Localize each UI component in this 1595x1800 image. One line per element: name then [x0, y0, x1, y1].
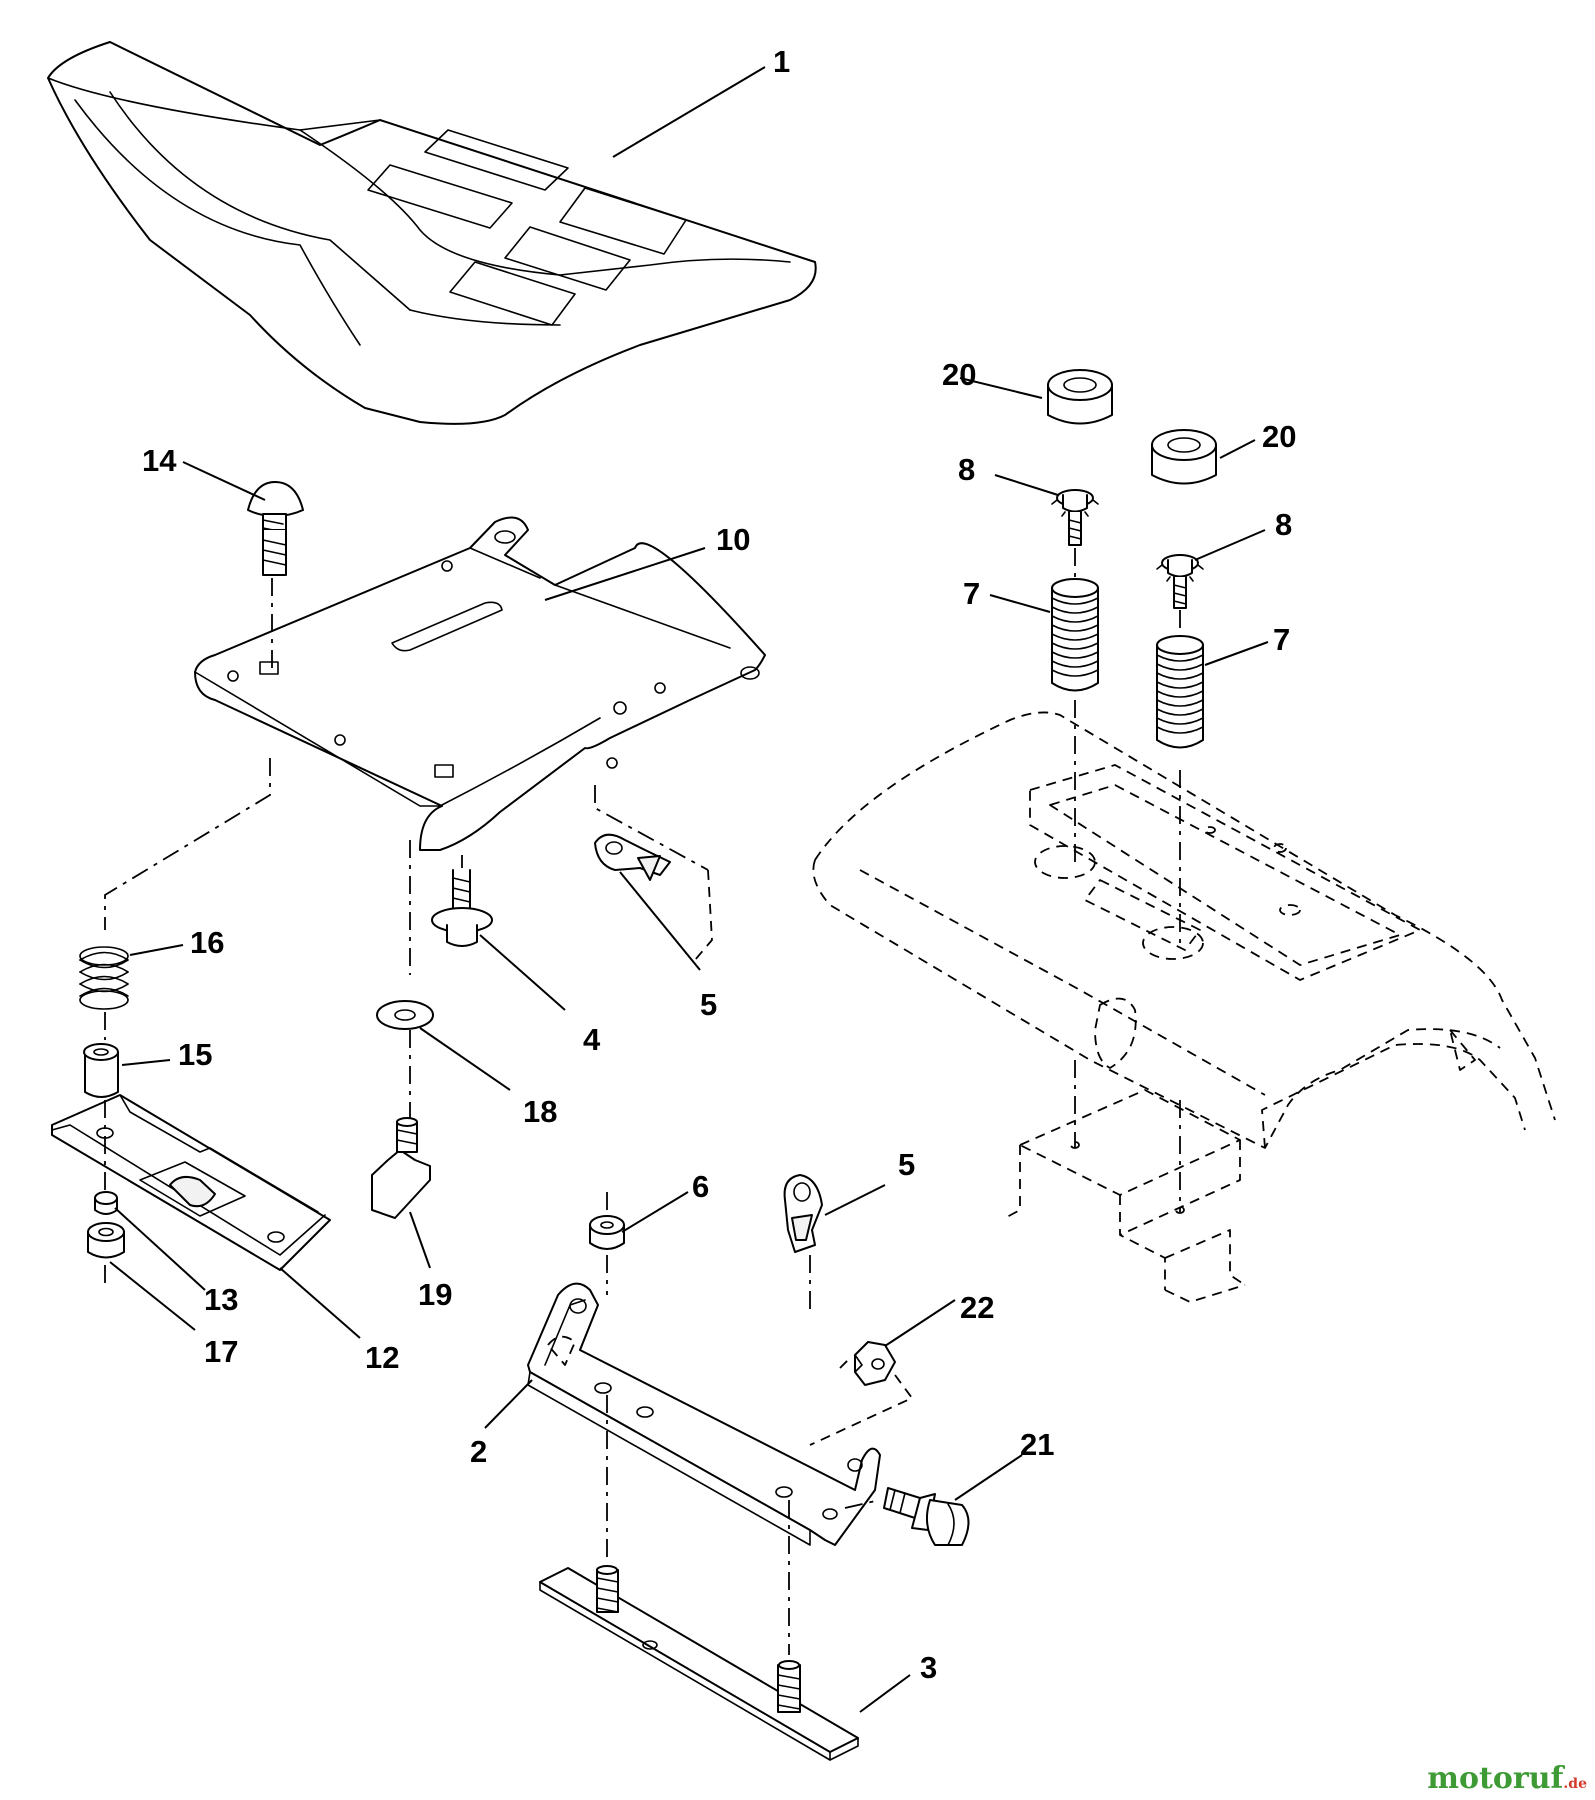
spring-part-7-left [1051, 578, 1099, 692]
screw-part-8-right [1156, 554, 1204, 609]
callout-8-left: 8 [958, 452, 975, 487]
leader-line-1 [612, 66, 766, 158]
callout-12: 12 [365, 1340, 399, 1375]
callout-5-upper: 5 [700, 987, 717, 1022]
callout-14: 14 [142, 443, 177, 478]
callout-4: 4 [583, 1022, 601, 1057]
slide-bracket-part-12 [51, 1094, 331, 1271]
callout-2: 2 [470, 1434, 487, 1469]
bumper-part-20-left [1047, 369, 1113, 425]
leader-line-20-left [959, 377, 1043, 399]
leader-line-2 [484, 1379, 533, 1429]
leader-line-13 [114, 1207, 206, 1291]
nut-part-6 [589, 1215, 625, 1250]
callout-1: 1 [773, 44, 790, 79]
callout-19: 19 [418, 1277, 452, 1312]
leader-line-12 [279, 1267, 361, 1339]
washer-part-18 [376, 1000, 434, 1030]
leader-line-22 [884, 1299, 956, 1347]
leader-line-8-right [1194, 529, 1266, 561]
callout-3: 3 [920, 1650, 937, 1685]
clip-part-5-upper [594, 833, 671, 881]
spacer-part-15 [83, 1043, 119, 1098]
callout-21: 21 [1020, 1427, 1054, 1462]
spring-part-7-right [1156, 635, 1204, 749]
flange-nut-part-17 [87, 1222, 125, 1259]
callout-5-lower: 5 [898, 1147, 915, 1182]
callout-8-right: 8 [1275, 507, 1292, 542]
callout-20-right: 20 [1262, 419, 1296, 454]
watermark-tld: .de [1563, 1776, 1587, 1792]
leader-line-8-left [994, 474, 1059, 496]
callout-22: 22 [960, 1290, 994, 1325]
flange-bolt-part-4 [431, 855, 493, 947]
clip-part-5-lower [783, 1174, 823, 1253]
callout-17: 17 [204, 1334, 238, 1369]
leader-line-14 [182, 461, 266, 501]
callout-20-left: 20 [942, 357, 976, 392]
leader-line-6 [621, 1191, 689, 1233]
leader-line-16 [129, 944, 184, 956]
fender-reference [812, 711, 1556, 1303]
leader-line-7-right [1204, 641, 1269, 666]
seat-pan-part-10 [194, 516, 766, 851]
callout-10: 10 [716, 522, 750, 557]
callout-7-right: 7 [1273, 622, 1290, 657]
leader-line-17 [109, 1261, 196, 1331]
leader-line-7-left [989, 594, 1051, 613]
carriage-bolt-part-14 [247, 481, 304, 576]
leader-line-20-right [1219, 439, 1256, 459]
nut-part-13 [94, 1191, 118, 1215]
leader-line-5-upper [619, 871, 701, 971]
leader-line-19 [409, 1211, 431, 1269]
spring-part-16 [79, 946, 129, 1010]
callout-13: 13 [204, 1282, 238, 1317]
seat-part-1 [47, 41, 817, 425]
watermark-name: motoruf [1427, 1761, 1564, 1796]
callout-7-left: 7 [963, 576, 980, 611]
mount-bracket-part-2 [527, 1282, 881, 1546]
callout-15: 15 [178, 1037, 212, 1072]
leader-line-21 [954, 1454, 1023, 1501]
leader-line-4 [479, 934, 566, 1011]
leader-line-15 [121, 1059, 171, 1066]
watermark-logo: motoruf.de [1427, 1761, 1587, 1796]
knob-part-19 [371, 1117, 431, 1219]
callout-18: 18 [523, 1094, 557, 1129]
base-plate-part-3 [539, 1565, 859, 1761]
screw-part-8-left [1051, 489, 1099, 546]
leader-line-10 [544, 547, 706, 601]
leader-line-18 [419, 1027, 511, 1091]
shoulder-bolt-part-21 [883, 1487, 970, 1546]
callout-16: 16 [190, 925, 224, 960]
leader-line-3 [859, 1674, 911, 1713]
bumper-part-20-right [1151, 429, 1217, 485]
callout-6: 6 [692, 1169, 709, 1204]
leader-line-5-lower [824, 1184, 886, 1216]
hex-nut-part-22 [854, 1341, 896, 1386]
